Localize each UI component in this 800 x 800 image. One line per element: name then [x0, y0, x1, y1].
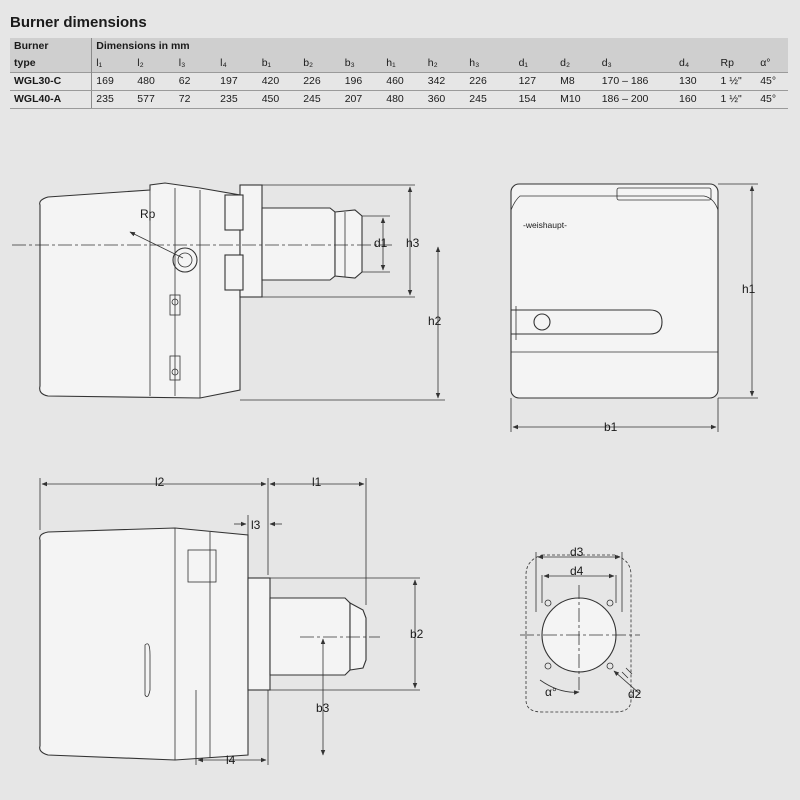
table-cell: 170 – 186: [597, 72, 676, 91]
table-cell: 169: [91, 72, 134, 91]
bolt-hole: [544, 599, 552, 607]
label-b2: b2: [410, 627, 424, 641]
label-rp: Rp: [140, 207, 156, 221]
header-col-b3: b₃: [340, 55, 383, 73]
bolt-hole: [606, 599, 614, 607]
table-row: WGL40-A 235 577 72 235 450 245 207 480 3…: [10, 90, 788, 109]
header-col-d2: d₂: [556, 55, 598, 73]
label-b1: b1: [604, 420, 618, 434]
header-col-l3: l₃: [174, 55, 217, 73]
flange-detail-outline: [525, 554, 632, 713]
table-cell: 480: [133, 72, 175, 91]
side-view-housing: [39, 182, 241, 399]
table-cell: 360: [423, 90, 466, 109]
table-cell: 130: [675, 72, 717, 91]
side-view-gas-connection: [172, 247, 198, 273]
label-h1: h1: [742, 282, 756, 296]
header-dimensions-group: Dimensions in mm: [91, 38, 788, 55]
table-cell: 72: [174, 90, 217, 109]
table-cell: 460: [382, 72, 424, 91]
top-view-flange: [247, 577, 271, 691]
table-cell: 1 ½": [716, 90, 757, 109]
bolt-hole: [606, 662, 614, 670]
front-view: -weishaupt- h1 b1: [510, 183, 758, 434]
header-col-h2: h₂: [423, 55, 466, 73]
table-cell: 450: [257, 90, 300, 109]
label-d3: d3: [570, 545, 584, 559]
page-title: Burner dimensions: [10, 14, 147, 31]
table-cell: 62: [174, 72, 217, 91]
header-col-d4: d₄: [675, 55, 717, 73]
table-cell: 196: [340, 72, 383, 91]
front-view-control-strip: [511, 309, 663, 335]
table-cell: 160: [675, 90, 717, 109]
label-l4: l4: [226, 753, 236, 767]
table-cell: 45°: [756, 72, 788, 91]
header-burner: Burner: [10, 38, 93, 55]
top-view-blast-tube: [269, 597, 351, 676]
label-d2: d2: [628, 687, 642, 701]
header-col-rp: Rp: [716, 55, 757, 73]
row-type: WGL40-A: [10, 90, 93, 109]
side-view-nozzle-head: [334, 209, 363, 279]
header-type: type: [10, 55, 93, 73]
table-cell: 1 ½": [716, 72, 757, 91]
table-cell: 245: [465, 90, 515, 109]
label-d1: d1: [374, 236, 388, 250]
table-cell: 577: [133, 90, 175, 109]
table-cell: 235: [216, 90, 258, 109]
top-view-housing: [39, 527, 249, 761]
header-col-h3: h₃: [465, 55, 515, 73]
flange-detail-view: d3 d4 α° d2: [520, 545, 642, 713]
header-col-d3: d₃: [597, 55, 676, 73]
table-row: WGL30-C 169 480 62 197 420 226 196 460 3…: [10, 72, 788, 91]
header-col-d1: d₁: [514, 55, 557, 73]
side-view-blast-tube: [261, 207, 336, 281]
table-cell: M8: [556, 72, 598, 91]
header-col-b2: b₂: [299, 55, 341, 73]
table-cell: M10: [556, 90, 598, 109]
table-cell: 207: [340, 90, 383, 109]
header-col-alpha: α°: [756, 55, 788, 73]
label-h3: h3: [406, 236, 420, 250]
label-l2: l2: [155, 475, 165, 489]
front-view-housing: [510, 183, 719, 399]
header-col-l4: l₄: [216, 55, 258, 73]
table-cell: 226: [299, 72, 341, 91]
table-cell: 245: [299, 90, 341, 109]
table-cell: 420: [257, 72, 300, 91]
label-b3: b3: [316, 701, 330, 715]
front-view-button: [533, 313, 551, 331]
label-l1: l1: [312, 475, 322, 489]
table-cell: 154: [514, 90, 557, 109]
label-d4: d4: [570, 564, 584, 578]
table-cell: 235: [91, 90, 134, 109]
dimensions-table: Burner Dimensions in mm type l₁ l₂ l₃ l₄…: [10, 38, 788, 109]
row-type: WGL30-C: [10, 72, 93, 91]
header-col-h1: h₁: [382, 55, 424, 73]
table-cell: 480: [382, 90, 424, 109]
header-col-b1: b₁: [257, 55, 300, 73]
header-col-l2: l₂: [133, 55, 175, 73]
top-view-nozzle-head: [349, 602, 367, 671]
bolt-hole: [544, 662, 552, 670]
label-alpha: α°: [545, 685, 557, 699]
brand-logo: -weishaupt-: [523, 220, 567, 230]
table-cell: 226: [465, 72, 515, 91]
table-cell: 127: [514, 72, 557, 91]
table-cell: 186 – 200: [597, 90, 676, 109]
header-col-l1: l₁: [91, 55, 134, 73]
label-l3: l3: [251, 518, 261, 532]
side-view: Rp d1 h3 h2: [12, 182, 445, 401]
table-cell: 342: [423, 72, 466, 91]
table-cell: 197: [216, 72, 258, 91]
table-cell: 45°: [756, 90, 788, 109]
top-view: l2 l1 l3 b2 b3 l4: [39, 475, 424, 767]
label-h2: h2: [428, 314, 442, 328]
